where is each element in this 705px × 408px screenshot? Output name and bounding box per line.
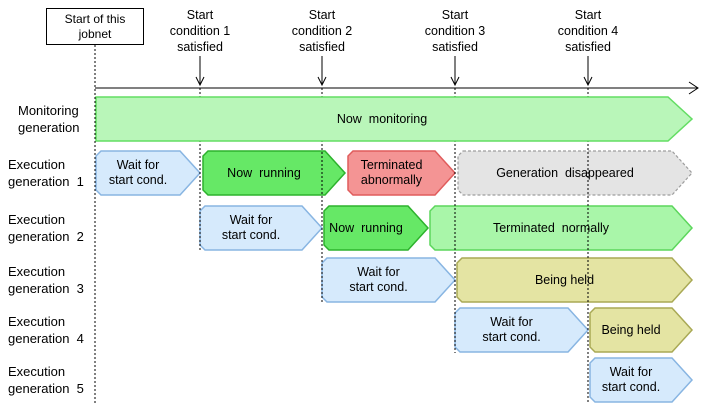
segment-shape-abnormal bbox=[347, 150, 457, 196]
segment-shape-wait bbox=[95, 150, 202, 196]
condition-2-arrowhead-icon bbox=[317, 76, 327, 87]
monitoring-generation-label: Monitoring generation bbox=[18, 103, 80, 135]
execution-generation-3-label: Execution generation 3 bbox=[8, 264, 84, 296]
execution-generation-5-label: Execution generation 5 bbox=[8, 364, 84, 396]
jobnet-start-box: Start of this jobnet bbox=[46, 8, 144, 45]
segment-shape-wait bbox=[454, 307, 590, 353]
segment-shape-held bbox=[589, 307, 694, 353]
execution-generation-1-label: Execution generation 1 bbox=[8, 157, 84, 189]
segment-shape-wait bbox=[589, 357, 694, 403]
jobnet-start-label: Start of this jobnet bbox=[64, 11, 126, 41]
segment-shape-wait bbox=[321, 257, 457, 303]
segment-shape-running bbox=[323, 205, 430, 251]
condition-3-arrowhead-icon bbox=[450, 76, 460, 87]
start-condition-4-label: Start condition 4 satisfied bbox=[557, 8, 619, 54]
segment-shape-monitoring bbox=[95, 96, 694, 142]
condition-4-arrowhead-icon bbox=[583, 76, 593, 87]
segment-shape-wait bbox=[199, 205, 324, 251]
segment-shape-held bbox=[456, 257, 694, 303]
start-condition-2-label: Start condition 2 satisfied bbox=[291, 8, 353, 54]
condition-1-arrowhead-icon bbox=[195, 76, 205, 87]
execution-generation-4-label: Execution generation 4 bbox=[8, 314, 84, 346]
start-condition-1-label: Start condition 1 satisfied bbox=[169, 8, 231, 54]
segment-shape-disappeared bbox=[457, 150, 693, 196]
segment-shape-running bbox=[202, 150, 347, 196]
execution-generation-2-label: Execution generation 2 bbox=[8, 212, 84, 244]
start-condition-3-label: Start condition 3 satisfied bbox=[424, 8, 486, 54]
time-axis-arrowhead-icon bbox=[688, 81, 699, 95]
segment-shape-normal bbox=[429, 205, 694, 251]
